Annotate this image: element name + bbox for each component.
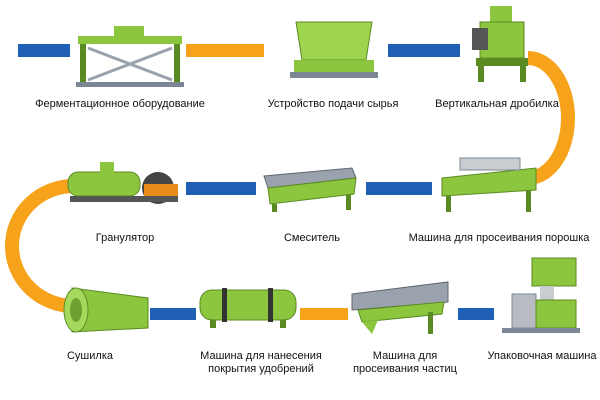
- connector-blue-4: [366, 182, 432, 195]
- particle-screen-icon: [351, 281, 449, 334]
- step-label-crusher: Вертикальная дробилка: [435, 98, 559, 110]
- packing-machine-icon: [502, 257, 580, 333]
- connector-blue-6: [458, 308, 494, 320]
- step-label-particle-screen: Машина для просеивания частиц: [353, 350, 457, 375]
- step-label-granulator: Гранулятор: [95, 232, 155, 244]
- coating-drum-icon: [199, 288, 297, 328]
- step-powder-screen: [436, 154, 542, 216]
- connector-orange-2: [300, 308, 348, 320]
- connector-orange-1: [186, 44, 264, 57]
- connector-blue-2: [388, 44, 460, 57]
- step-label-coating: Машина для нанесения покрытия удобрений: [200, 350, 322, 375]
- step-granulator: [66, 158, 180, 214]
- rotary-dryer-icon: [63, 287, 149, 333]
- horizontal-mixer-icon: [263, 167, 357, 212]
- rotary-screen-icon: [441, 157, 537, 212]
- hopper-feeder-icon: [290, 21, 378, 78]
- step-fermentation: [74, 18, 186, 94]
- connector-arc-right: [527, 51, 575, 185]
- connector-blue-3: [186, 182, 256, 195]
- step-mixer: [260, 164, 360, 214]
- connector-arc-left: [5, 179, 75, 313]
- step-label-dryer: Сушилка: [66, 350, 113, 362]
- step-label-fermentation: Ферментационное оборудование: [35, 98, 205, 110]
- step-particle-screen: [348, 276, 454, 336]
- connector-blue-1: [18, 44, 70, 57]
- step-label-powder-screen: Машина для просеивания порошка: [408, 232, 590, 244]
- step-dryer: [62, 284, 152, 336]
- step-feeder: [286, 18, 378, 82]
- connector-blue-5: [150, 308, 196, 320]
- vertical-crusher-icon: [472, 6, 528, 82]
- step-coating: [196, 284, 300, 330]
- step-label-mixer: Смеситель: [283, 232, 341, 244]
- step-crusher: [466, 4, 538, 86]
- fermentation-machine-icon: [76, 26, 184, 87]
- granulator-icon: [67, 162, 178, 204]
- step-label-feeder: Устройство подачи сырья: [267, 98, 399, 110]
- step-packing: [500, 256, 582, 336]
- step-label-packing: Упаковочная машина: [487, 350, 597, 362]
